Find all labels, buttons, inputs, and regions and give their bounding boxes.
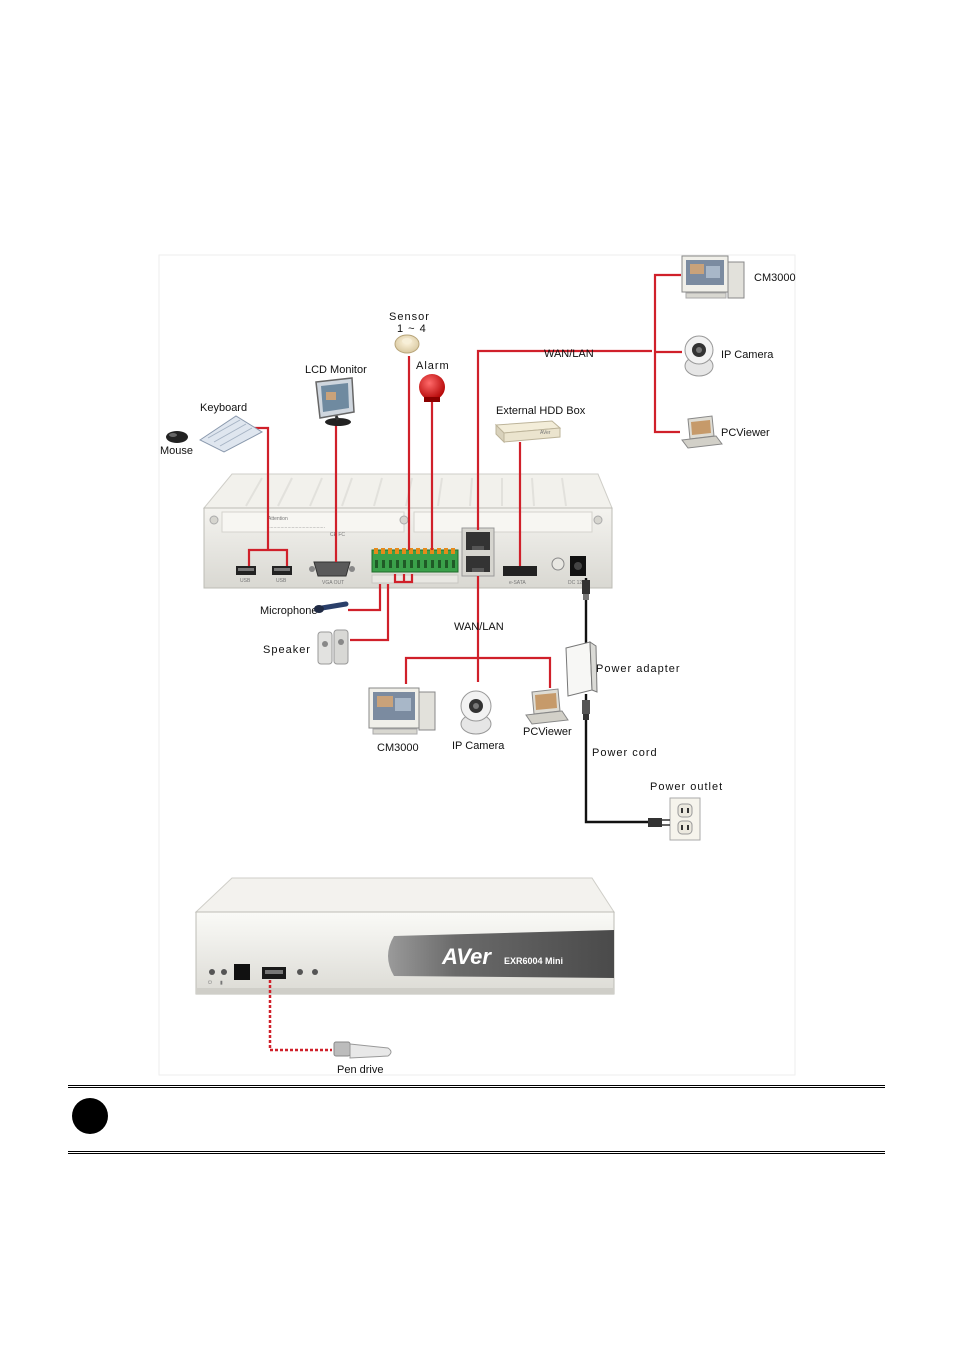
svg-text:e-SATA: e-SATA bbox=[509, 580, 526, 586]
mouse-icon bbox=[166, 431, 188, 443]
note-bullet-icon bbox=[72, 1098, 108, 1134]
dc-in-port: DC 12V bbox=[568, 556, 586, 586]
svg-text:DC 12V: DC 12V bbox=[568, 580, 586, 586]
wan-top-label: WAN/LAN bbox=[544, 348, 594, 360]
wan-bottom-label: WAN/LAN bbox=[454, 621, 504, 633]
ip-camera-top-icon bbox=[684, 335, 714, 377]
power-cord-connector-icon bbox=[582, 700, 590, 720]
microphone-icon bbox=[314, 601, 349, 613]
speaker-icon bbox=[317, 629, 349, 665]
svg-text:CE FC: CE FC bbox=[330, 532, 345, 538]
svg-text:VGA OUT: VGA OUT bbox=[322, 580, 344, 586]
pen-drive-icon bbox=[333, 1041, 392, 1059]
power-outlet-icon bbox=[648, 797, 701, 841]
ip-camera-bottom-icon bbox=[460, 690, 492, 735]
ip-camera-bottom-label: IP Camera bbox=[452, 740, 505, 752]
ir-receiver bbox=[234, 964, 250, 980]
svg-text:AVer: AVer bbox=[540, 430, 551, 436]
lcd-monitor-label: LCD Monitor bbox=[305, 364, 367, 376]
power-outlet-label: Power outlet bbox=[650, 781, 723, 793]
mouse-label: Mouse bbox=[160, 445, 193, 457]
speaker-label: Speaker bbox=[263, 644, 311, 656]
power-cord-label: Power cord bbox=[592, 747, 658, 759]
power-adapter-icon bbox=[565, 641, 598, 697]
sensor-label: Sensor bbox=[389, 311, 430, 323]
front-brand-logo: AVer bbox=[441, 944, 492, 969]
rear-usb-ports: USB USB bbox=[236, 566, 292, 584]
power-switch-icon bbox=[551, 557, 565, 571]
pen-drive-connection-line bbox=[268, 980, 332, 1052]
note-bottom-rule bbox=[68, 1151, 885, 1154]
pcviewer-bottom-icon bbox=[525, 688, 569, 725]
front-status-leds: ⏻ ▮ bbox=[208, 969, 318, 986]
svg-text:..............................: ........................................… bbox=[268, 524, 325, 530]
dvr-front-panel: AVer EXR6004 Mini ⏻ ▮ bbox=[194, 877, 615, 995]
sensor-range-label: 1 ~ 4 bbox=[397, 323, 427, 335]
sensor-icon bbox=[394, 334, 420, 354]
svg-text:USB: USB bbox=[276, 578, 287, 584]
svg-text:USB: USB bbox=[240, 578, 251, 584]
power-plug-icon bbox=[582, 580, 590, 600]
keyboard-icon bbox=[199, 415, 264, 453]
pcviewer-bottom-label: PCViewer bbox=[523, 726, 572, 738]
connection-lines bbox=[247, 273, 682, 688]
cm3000-bottom-label: CM3000 bbox=[377, 742, 419, 754]
pcviewer-top-icon bbox=[681, 415, 723, 449]
svg-text:Attention: Attention bbox=[268, 516, 288, 522]
pcviewer-top-label: PCViewer bbox=[721, 427, 770, 439]
keyboard-label: Keyboard bbox=[200, 402, 247, 414]
note-top-rule bbox=[68, 1085, 885, 1088]
alarm-label: Alarm bbox=[416, 360, 450, 372]
vga-port: VGA OUT bbox=[309, 561, 355, 586]
alarm-icon bbox=[419, 374, 445, 402]
front-model-label: EXR6004 Mini bbox=[504, 956, 563, 966]
svg-text:▮: ▮ bbox=[220, 980, 223, 986]
external-hdd-label: External HDD Box bbox=[496, 405, 586, 417]
cm3000-bottom-icon bbox=[368, 687, 436, 735]
cm3000-top-icon bbox=[681, 255, 745, 299]
lcd-monitor-icon bbox=[315, 377, 355, 426]
esata-port: e-SATA bbox=[503, 566, 537, 586]
ip-camera-top-label: IP Camera bbox=[721, 349, 774, 361]
pen-drive-label: Pen drive bbox=[337, 1064, 383, 1076]
cm3000-top-label: CM3000 bbox=[754, 272, 796, 284]
microphone-label: Microphone bbox=[260, 605, 317, 617]
svg-text:⏻: ⏻ bbox=[208, 980, 212, 986]
lan-ports bbox=[461, 527, 495, 577]
external-hdd-icon: AVer bbox=[494, 420, 562, 444]
io-terminal-block bbox=[371, 548, 459, 584]
power-adapter-label: Power adapter bbox=[596, 663, 681, 675]
